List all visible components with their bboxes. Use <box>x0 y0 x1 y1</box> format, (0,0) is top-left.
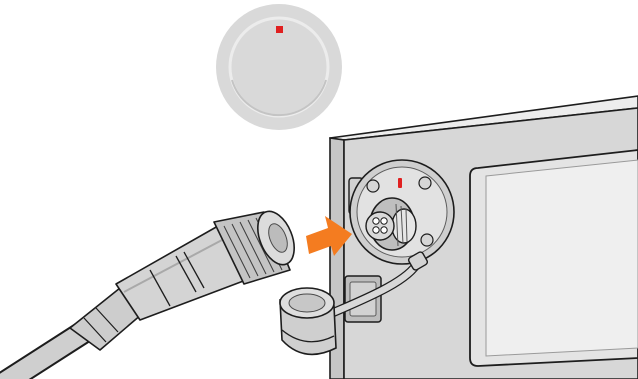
alignment-mark-large <box>276 26 283 33</box>
fiber-cable-icon <box>0 206 301 379</box>
chassis-connector-icon <box>350 160 454 264</box>
device-screen <box>470 150 638 366</box>
alignment-dot-inset-icon <box>216 4 342 130</box>
alignment-mark-small <box>398 178 402 188</box>
